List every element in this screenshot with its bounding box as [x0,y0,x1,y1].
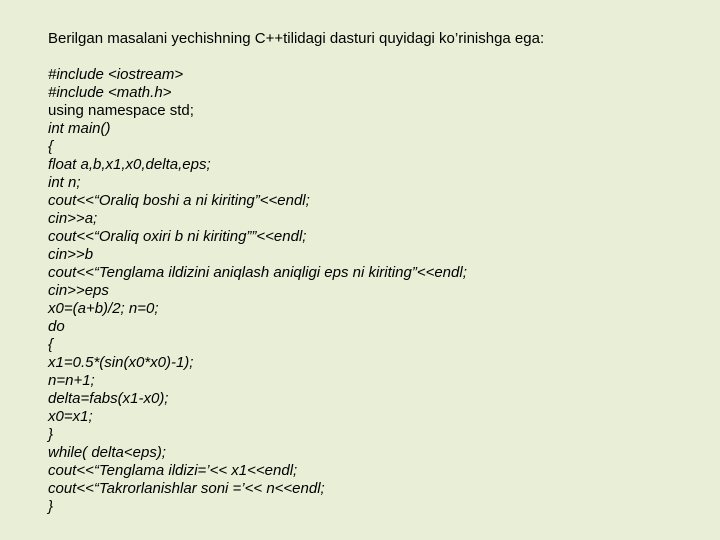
code-line: cout<<“Oraliq oxiri b ni kiriting””<<end… [48,228,307,245]
code-line: cout<<“Tenglama ildizi=’<< x1<<endl; [48,462,298,479]
code-line: x1=0.5*(sin(x0*x0)-1); [48,354,194,371]
code-line: float a,b,x1,x0,delta,eps; [48,156,211,173]
code-line: cin>>b [48,246,94,263]
code-line: int n; [48,174,81,191]
code-line: cout<<“Takrorlanishlar soni =’<< n<<endl… [48,480,325,497]
code-line: do [48,318,65,335]
code-line: #include <iostream> [48,66,184,83]
code-line: cin>>a; [48,210,98,227]
code-line: cin>>eps [48,282,109,299]
code-line: x0=(a+b)/2; n=0; [48,300,159,317]
code-line: { [48,336,54,353]
code-line: n=n+1; [48,372,95,389]
code-line: x0=x1; [48,408,93,425]
code-line: delta=fabs(x1-x0); [48,390,169,407]
code-line: int main() [48,120,111,137]
code-line: cout<<“Tenglama ildizini aniqlash aniqli… [48,264,467,281]
code-line: { [48,138,54,155]
code-block: #include <iostream>#include <math.h>usin… [48,66,698,516]
slide-content: Berilgan masalani yechishning C++tilidag… [48,30,698,516]
code-line: while( delta<eps); [48,444,166,461]
intro-text: Berilgan masalani yechishning C++tilidag… [48,30,545,47]
code-line: } [48,498,54,515]
code-line: #include <math.h> [48,84,172,101]
code-line: } [48,426,54,443]
code-line: using namespace std; [48,102,194,119]
code-line: cout<<“Oraliq boshi a ni kiriting”<<endl… [48,192,310,209]
